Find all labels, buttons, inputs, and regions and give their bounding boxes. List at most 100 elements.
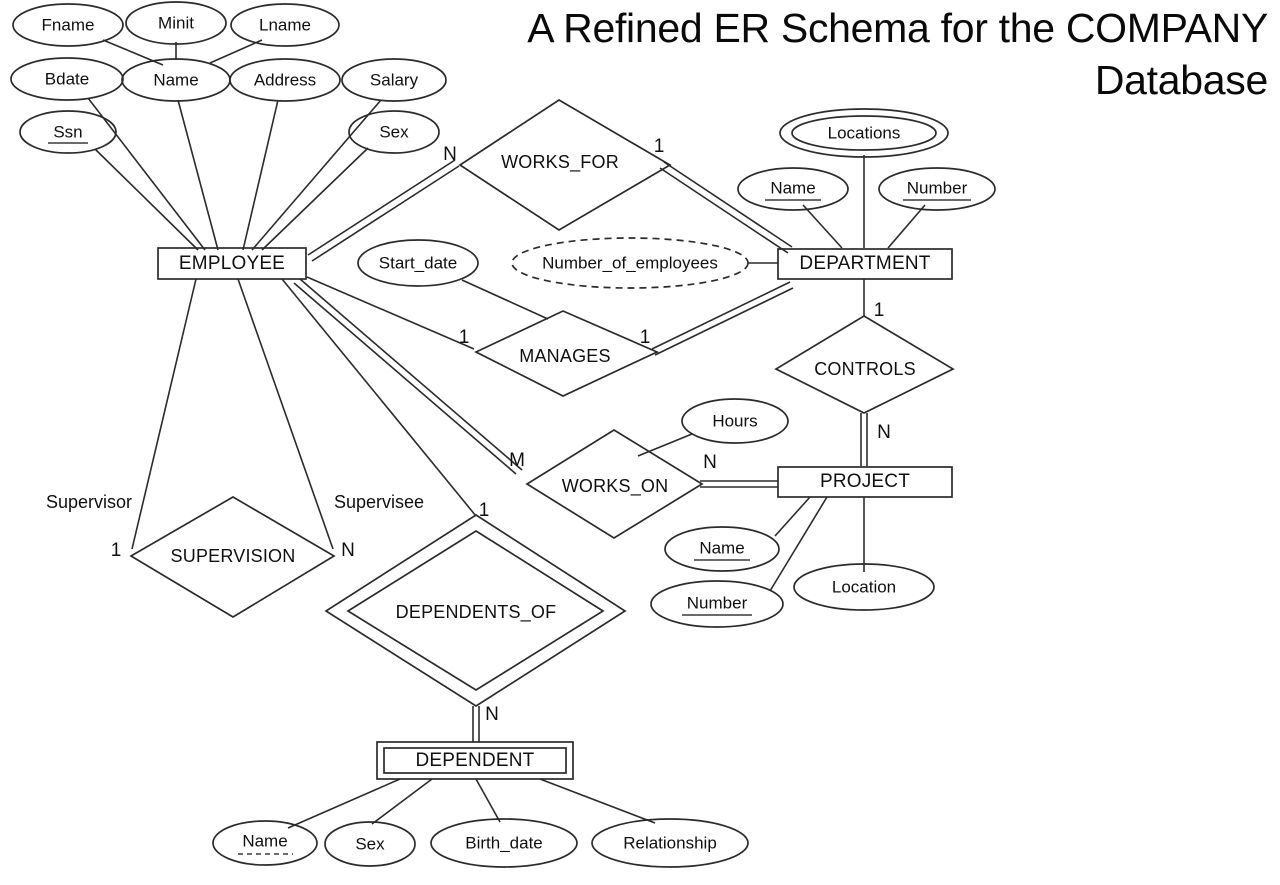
relationship-manages[interactable]: MANAGES: [474, 310, 660, 397]
cardinality-works-for-department: 1: [654, 136, 665, 157]
line-employee-dependents-of: [281, 278, 477, 517]
line-deprelationship-dependent: [539, 778, 656, 824]
attribute-department-name-label: Name: [770, 178, 815, 197]
cardinality-works-on-employee: M: [509, 450, 525, 471]
attribute-dependent-sex-label: Sex: [355, 834, 385, 853]
entity-project-label: PROJECT: [820, 471, 910, 492]
cardinality-supervision-supervisor: 1: [111, 540, 122, 561]
page-title: A Refined ER Schema for the COMPANY Data…: [408, 2, 1268, 106]
entity-department[interactable]: DEPARTMENT: [777, 248, 953, 280]
attribute-number-of-employees[interactable]: Number_of_employees: [511, 237, 749, 289]
attribute-dependent-name[interactable]: Name: [212, 820, 318, 866]
attribute-salary[interactable]: Salary: [341, 58, 447, 102]
attribute-relationship-label: Relationship: [623, 833, 717, 852]
role-label-supervisor: Supervisor: [46, 492, 132, 512]
relationship-works-on[interactable]: WORKS_ON: [525, 429, 704, 539]
relationship-dependents-of[interactable]: DEPENDENTS_OF: [324, 513, 627, 708]
attribute-department-name[interactable]: Name: [737, 167, 849, 211]
line-startdate-manages: [461, 279, 549, 320]
attribute-lname-label: Lname: [259, 15, 311, 34]
relationship-works-for-label: WORKS_FOR: [501, 152, 619, 173]
attribute-locations[interactable]: Locations: [779, 108, 949, 158]
line-lname-name: [209, 39, 263, 64]
entity-employee-label: EMPLOYEE: [179, 253, 285, 274]
line-employee-works-for-b: [311, 165, 460, 262]
line-employee-works-on-a: [299, 278, 523, 471]
attribute-fname[interactable]: Fname: [12, 3, 124, 47]
entity-dependent[interactable]: DEPENDENT: [376, 741, 574, 780]
attribute-ssn[interactable]: Ssn: [19, 110, 117, 154]
attribute-relationship[interactable]: Relationship: [591, 818, 749, 868]
cardinality-works-on-project: N: [703, 452, 717, 473]
attribute-number-of-employees-label: Number_of_employees: [542, 253, 718, 272]
attribute-project-name-label: Name: [699, 538, 744, 557]
attribute-ssn-label: Ssn: [53, 122, 82, 141]
connector-lines: [87, 39, 926, 829]
relationship-controls-label: CONTROLS: [814, 359, 916, 379]
line-employee-manages: [306, 276, 475, 350]
line-employee-works-on-b: [293, 282, 517, 475]
relationship-supervision[interactable]: SUPERVISION: [129, 496, 336, 618]
line-deptnumber-department: [887, 204, 926, 249]
attribute-salary-label: Salary: [370, 70, 419, 89]
attribute-start-date-label: Start_date: [379, 253, 457, 272]
attribute-employee-name-label: Name: [153, 70, 198, 89]
attribute-address-label: Address: [254, 70, 316, 89]
attribute-dependent-name-label: Name: [242, 831, 287, 850]
line-name-emp: [177, 99, 219, 251]
page-title-line-2: Database: [1094, 57, 1268, 104]
attribute-address[interactable]: Address: [229, 58, 341, 102]
line-manages-department-a: [651, 281, 791, 350]
cardinality-controls-department: 1: [874, 300, 885, 321]
attribute-start-date[interactable]: Start_date: [357, 239, 479, 287]
relationship-controls[interactable]: CONTROLS: [774, 315, 955, 414]
relationship-works-on-label: WORKS_ON: [562, 476, 669, 497]
attribute-hours-label: Hours: [712, 411, 757, 430]
attribute-department-number-label: Number: [907, 178, 968, 197]
line-employee-works-for-a: [307, 159, 456, 256]
attribute-fname-label: Fname: [42, 15, 95, 34]
attribute-hours[interactable]: Hours: [681, 398, 789, 444]
relationship-works-for[interactable]: WORKS_FOR: [458, 98, 672, 232]
line-projname-project: [774, 496, 811, 537]
cardinality-supervision-supervisee: N: [341, 540, 355, 561]
attribute-project-location[interactable]: Location: [793, 563, 935, 611]
attribute-birth-date[interactable]: Birth_date: [430, 818, 578, 868]
attribute-dependent-sex[interactable]: Sex: [324, 821, 416, 867]
line-depbirthdate-dependent: [475, 778, 501, 823]
attribute-department-number[interactable]: Number: [878, 167, 996, 211]
line-projnumber-project: [769, 496, 828, 592]
line-works-for-department-a: [663, 161, 793, 248]
line-depname-dependent: [287, 778, 401, 829]
cardinality-works-for-employee: N: [443, 144, 457, 165]
line-hours-works-on: [637, 433, 693, 457]
cardinality-manages-employee: 1: [459, 327, 470, 348]
page-title-line-1: A Refined ER Schema for the COMPANY: [527, 5, 1268, 51]
relationship-dependents-of-label: DEPENDENTS_OF: [396, 602, 557, 623]
attribute-project-name[interactable]: Name: [664, 526, 780, 572]
line-address-emp: [242, 99, 279, 251]
attribute-bdate[interactable]: Bdate: [10, 57, 124, 101]
attribute-minit[interactable]: Minit: [125, 1, 227, 45]
line-salary-emp: [251, 99, 382, 251]
line-works-for-department-b: [659, 167, 789, 254]
attribute-employee-sex[interactable]: Sex: [348, 110, 440, 154]
cardinality-dependents-of-dependent: N: [485, 704, 499, 725]
attribute-project-number-label: Number: [687, 593, 748, 612]
entity-employee[interactable]: EMPLOYEE: [157, 247, 307, 280]
attribute-project-number[interactable]: Number: [650, 580, 784, 628]
line-depsex-dependent: [371, 778, 433, 825]
line-manages-department-b: [654, 287, 794, 356]
cardinality-manages-department: 1: [640, 327, 651, 348]
cardinality-dependents-of-employee: 1: [479, 500, 490, 521]
line-employee-supervisee: [237, 278, 334, 550]
line-bdate-emp: [87, 97, 206, 251]
attribute-minit-label: Minit: [158, 13, 194, 32]
attribute-birth-date-label: Birth_date: [465, 833, 543, 852]
relationship-manages-label: MANAGES: [519, 346, 610, 366]
attribute-lname[interactable]: Lname: [230, 3, 340, 47]
attribute-employee-name[interactable]: Name: [121, 58, 231, 102]
entity-project[interactable]: PROJECT: [777, 466, 953, 498]
